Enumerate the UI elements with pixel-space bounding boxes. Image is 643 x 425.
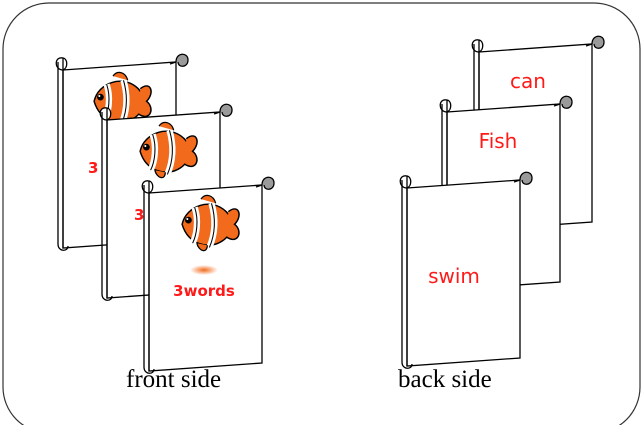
back-card-1: can (471, 35, 605, 233)
back-card-2: Fish (439, 95, 573, 293)
front-card-3: 3words (141, 176, 275, 374)
front-card-1-word: 3 (88, 159, 98, 177)
back-card-3: swim (399, 171, 533, 369)
front-card-3-word: 3words (173, 282, 235, 300)
orange-glow-mark (190, 265, 218, 275)
front-card-2: 3 (99, 103, 233, 301)
back-side-caption: back side (398, 366, 492, 393)
back-card-3-word: swim (428, 264, 480, 288)
front-side-caption: front side (126, 366, 222, 393)
front-card-2-word: 3 (134, 206, 144, 224)
back-card-1-word: can (510, 69, 546, 93)
back-card-2-word: Fish (479, 129, 518, 153)
front-card-1: 3 (55, 53, 189, 251)
